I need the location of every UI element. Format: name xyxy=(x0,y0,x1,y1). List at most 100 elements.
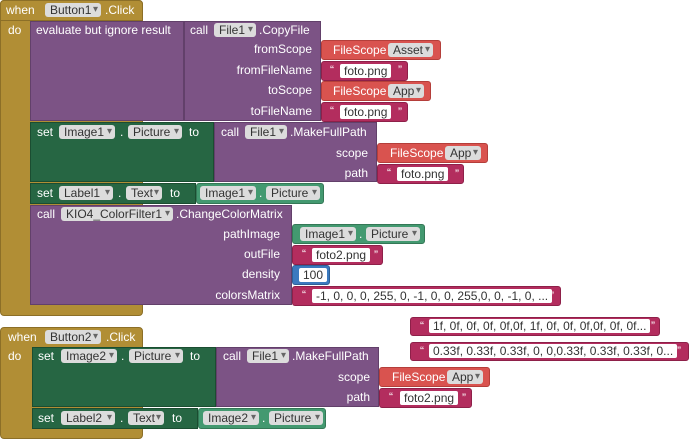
fromscope-param-label: fromScope xyxy=(253,42,312,56)
dot-label: . xyxy=(120,125,124,139)
text-property-dropdown[interactable]: Text xyxy=(128,411,164,425)
filescope-label: FileScope xyxy=(392,370,446,384)
kio4-changecolormatrix-call[interactable] xyxy=(30,205,292,305)
filescope-app-dropdown[interactable]: App xyxy=(388,84,424,98)
image1-component-dropdown[interactable]: Image1 xyxy=(300,227,356,241)
colorsmatrix-param-label: colorsMatrix xyxy=(215,288,280,302)
quote-open: “ xyxy=(302,288,306,302)
picture-property-dropdown[interactable]: Picture xyxy=(128,125,182,139)
file1-component-dropdown[interactable]: File1 xyxy=(245,125,287,139)
quote-close: ” xyxy=(455,167,459,181)
evaluate-but-ignore-block[interactable] xyxy=(30,21,184,121)
to-label: to xyxy=(190,349,201,363)
image2-component-dropdown[interactable]: Image2 xyxy=(203,411,259,425)
makefullpath-method-label: .MakeFullPath xyxy=(290,125,367,139)
dot-label: . xyxy=(359,227,363,241)
quote-open: “ xyxy=(330,104,334,118)
call-label: call xyxy=(37,207,56,221)
text-property-dropdown[interactable]: Text xyxy=(126,186,162,200)
quote-close: ” xyxy=(651,319,655,333)
tofilename-param-label: toFileName xyxy=(250,104,312,118)
quote-close: ” xyxy=(398,105,402,119)
quote-open: “ xyxy=(387,166,391,180)
scope-param-label: scope xyxy=(337,370,370,384)
fromfilename-param-label: fromFileName xyxy=(236,63,312,77)
path-param-label: path xyxy=(344,166,368,180)
when-label: when xyxy=(8,330,37,344)
picture-property-dropdown[interactable]: Picture xyxy=(366,227,420,241)
filescope-app-dropdown[interactable]: App xyxy=(445,146,481,160)
call-label: call xyxy=(190,23,209,37)
do-label: do xyxy=(8,349,22,363)
density-param-label: density xyxy=(241,267,280,281)
string-value[interactable]: foto.png xyxy=(340,64,392,78)
quote-open: “ xyxy=(330,63,334,77)
string-value[interactable]: foto.png xyxy=(340,105,392,119)
outfile-param-label: outFile xyxy=(243,247,280,261)
filescope-label: FileScope xyxy=(333,84,387,98)
string-value[interactable]: foto.png xyxy=(397,167,449,181)
set-label: set xyxy=(38,411,55,425)
dot-label: . xyxy=(120,411,124,425)
quote-close: ” xyxy=(550,289,554,303)
scope-param-label: scope xyxy=(335,146,368,160)
file1-component-dropdown[interactable]: File1 xyxy=(247,349,289,363)
makefullpath-method-label: .MakeFullPath xyxy=(292,349,369,363)
dot-label: . xyxy=(121,349,125,363)
copyfile-method-label: .CopyFile xyxy=(259,23,310,37)
when-label: when xyxy=(6,3,35,17)
string-value[interactable]: 1f, 0f, 0f, 0f, 0f,0f, 1f, 0f, 0f, 0f,0f… xyxy=(429,319,651,333)
file1-component-dropdown[interactable]: File1 xyxy=(214,23,256,37)
button1-component-dropdown[interactable]: Button1 xyxy=(45,3,101,17)
quote-open: “ xyxy=(420,319,424,333)
do-label: do xyxy=(8,23,22,37)
pathimage-param-label: pathImage xyxy=(223,227,280,241)
click-event-label: .Click xyxy=(106,330,136,344)
toscope-param-label: toScope xyxy=(267,83,312,97)
filescope-label: FileScope xyxy=(390,146,444,160)
image1-component-dropdown[interactable]: Image1 xyxy=(59,125,115,139)
density-value[interactable]: 100 xyxy=(299,268,328,282)
to-label: to xyxy=(189,125,200,139)
quote-close: ” xyxy=(374,248,378,262)
image1-component-dropdown[interactable]: Image1 xyxy=(200,186,256,200)
picture-property-dropdown[interactable]: Picture xyxy=(269,411,323,425)
to-label: to xyxy=(172,411,183,425)
dot-label: . xyxy=(259,186,263,200)
quote-open: “ xyxy=(420,344,424,358)
quote-close: ” xyxy=(462,391,466,405)
changecolormatrix-method-label: .ChangeColorMatrix xyxy=(176,207,283,221)
string-value[interactable]: 0.33f, 0.33f, 0.33f, 0, 0,0.33f, 0.33f, … xyxy=(429,344,678,358)
set-label: set xyxy=(38,349,55,363)
to-label: to xyxy=(170,186,181,200)
image2-component-dropdown[interactable]: Image2 xyxy=(61,349,117,363)
button2-component-dropdown[interactable]: Button2 xyxy=(45,330,101,344)
label1-component-dropdown[interactable]: Label1 xyxy=(59,186,113,200)
quote-open: “ xyxy=(389,390,393,404)
label2-component-dropdown[interactable]: Label2 xyxy=(61,411,115,425)
picture-property-dropdown[interactable]: Picture xyxy=(129,349,183,363)
string-value[interactable]: foto2.png xyxy=(400,391,459,405)
call-label: call xyxy=(223,349,242,363)
picture-property-dropdown[interactable]: Picture xyxy=(266,186,320,200)
quote-open: “ xyxy=(302,247,306,261)
string-value[interactable]: foto2.png xyxy=(312,248,371,262)
string-value[interactable]: -1, 0, 0, 0, 255, 0, -1, 0, 0, 255,0, 0,… xyxy=(312,289,553,303)
evaluate-label: evaluate but ignore result xyxy=(36,23,171,37)
file1-makefullpath-call[interactable] xyxy=(216,347,379,407)
click-event-label: .Click xyxy=(105,3,135,17)
quote-close: ” xyxy=(398,63,402,77)
file1-makefullpath-call[interactable] xyxy=(214,122,377,182)
file1-copyfile-call[interactable] xyxy=(184,21,321,121)
set-label: set xyxy=(37,186,54,200)
quote-close: ” xyxy=(677,344,681,358)
dot-label: . xyxy=(118,186,122,200)
dot-label: . xyxy=(262,411,266,425)
set-label: set xyxy=(37,125,54,139)
call-label: call xyxy=(221,125,240,139)
filescope-label: FileScope xyxy=(333,43,387,57)
kio4-colorfilter-component-dropdown[interactable]: KIO4_ColorFilter1 xyxy=(61,207,173,221)
path-param-label: path xyxy=(346,390,370,404)
filescope-app-dropdown[interactable]: App xyxy=(447,370,483,384)
filescope-asset-dropdown[interactable]: Asset xyxy=(388,43,433,57)
